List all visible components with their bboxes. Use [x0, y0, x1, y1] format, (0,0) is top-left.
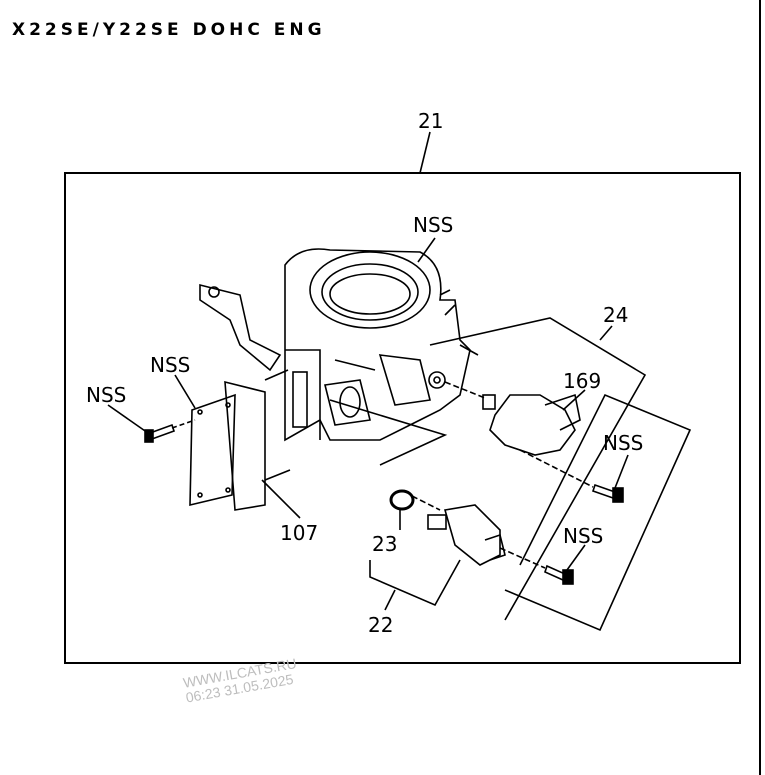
- callout-nss-gasket: NSS: [150, 353, 190, 377]
- callout-nss-valve-screw: NSS: [563, 524, 603, 548]
- callout-nss-top: NSS: [413, 213, 453, 237]
- callout-24: 24: [603, 303, 628, 327]
- callout-nss-sensor-screw: NSS: [603, 431, 643, 455]
- right-border-line: [759, 0, 761, 775]
- gasket-plates: [189, 380, 266, 511]
- idle-air-valve: [427, 504, 506, 566]
- callout-23: 23: [372, 532, 397, 556]
- callout-21: 21: [418, 109, 443, 133]
- callout-169: 169: [563, 369, 601, 393]
- o-ring: [389, 489, 415, 511]
- screw-sensor: [591, 483, 624, 503]
- assembly-frame: [64, 172, 741, 664]
- screw-left: [144, 423, 176, 443]
- position-sensor: [482, 393, 581, 456]
- diagram-title: X22SE/Y22SE DOHC ENG: [12, 20, 326, 40]
- throttle-body: [199, 248, 479, 442]
- callout-22: 22: [368, 613, 393, 637]
- screw-valve: [544, 564, 574, 585]
- callout-nss-left-screw: NSS: [86, 383, 126, 407]
- callout-107: 107: [280, 521, 318, 545]
